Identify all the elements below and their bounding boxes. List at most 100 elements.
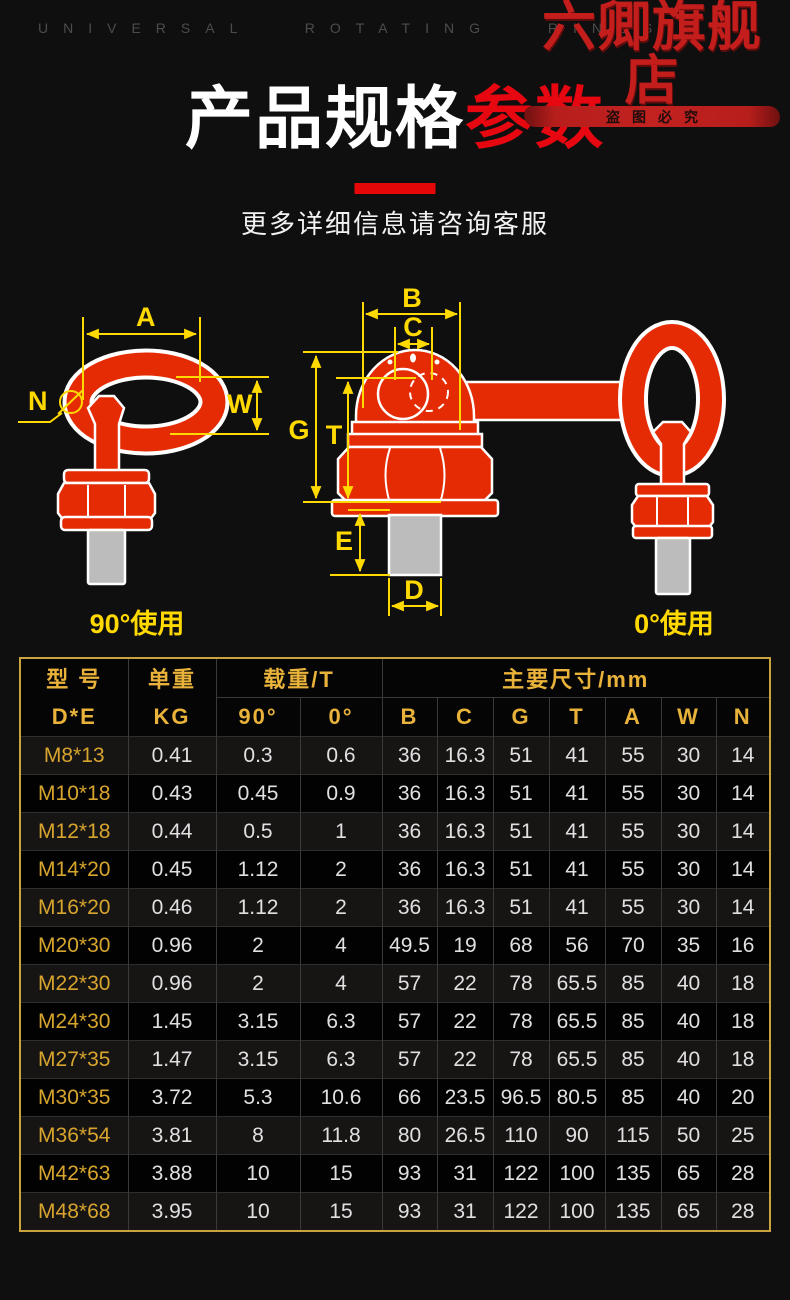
- value-cell: 1: [299, 812, 382, 851]
- center-diagram: B C G T E D: [288, 283, 644, 616]
- value-cell: 93: [381, 1154, 437, 1193]
- value-cell: 15: [299, 1154, 382, 1193]
- value-cell: 10: [215, 1154, 300, 1193]
- value-cell: 51: [492, 736, 549, 775]
- model-cell: M14*20: [20, 850, 128, 889]
- value-cell: 36: [381, 888, 437, 927]
- model-cell: M27*35: [20, 1040, 128, 1079]
- right-swivel-stem: [651, 420, 693, 490]
- value-cell: 28: [715, 1154, 770, 1193]
- value-cell: 18: [715, 1002, 770, 1041]
- value-cell: 55: [604, 736, 661, 775]
- value-cell: 85: [604, 1078, 661, 1117]
- value-cell: 135: [604, 1192, 661, 1231]
- col-header-dims: 主要尺寸/mm: [381, 658, 770, 698]
- value-cell: 93: [381, 1192, 437, 1231]
- value-cell: 2: [215, 926, 300, 965]
- value-cell: 56: [548, 926, 605, 965]
- center-hex-nut: [336, 445, 494, 506]
- store-name: 六卿旗舰店: [542, 0, 762, 111]
- value-cell: 65: [660, 1154, 716, 1193]
- center-collar: [346, 432, 484, 449]
- value-cell: 85: [604, 1040, 661, 1079]
- logo-brush-band: 盗图必究: [524, 106, 780, 127]
- model-cell: M48*68: [20, 1192, 128, 1231]
- dim-label-T: T: [326, 420, 343, 450]
- page-subtitle: 更多详细信息请咨询客服: [240, 209, 549, 239]
- dim-label-G: G: [288, 415, 309, 445]
- value-cell: 18: [715, 964, 770, 1003]
- model-cell: M36*54: [20, 1116, 128, 1155]
- value-cell: 8: [215, 1116, 300, 1155]
- value-cell: 55: [604, 812, 661, 851]
- value-cell: 31: [436, 1192, 493, 1231]
- value-cell: 70: [604, 926, 661, 965]
- col-subheader-c: C: [436, 697, 493, 737]
- value-cell: 19: [436, 926, 493, 965]
- value-cell: 100: [548, 1192, 605, 1231]
- col-subheader-de: D*E: [51, 703, 97, 729]
- value-cell: 16.3: [436, 888, 493, 927]
- value-cell: 80.5: [548, 1078, 605, 1117]
- value-cell: 15: [299, 1192, 382, 1231]
- value-cell: 26.5: [436, 1116, 493, 1155]
- value-cell: 2: [299, 850, 382, 889]
- value-cell: 16: [715, 926, 770, 965]
- value-cell: 41: [548, 774, 605, 813]
- left-top-flange: [62, 468, 151, 485]
- value-cell: 0.3: [215, 736, 300, 775]
- value-cell: 41: [548, 850, 605, 889]
- value-cell: 55: [604, 850, 661, 889]
- store-band-text: 盗图必究: [606, 108, 710, 125]
- right-top-flange: [634, 482, 711, 498]
- value-cell: 10.6: [299, 1078, 382, 1117]
- value-cell: 28: [715, 1192, 770, 1231]
- title-underline-bar: [354, 183, 436, 194]
- value-cell: 16.3: [436, 774, 493, 813]
- value-cell: 30: [660, 888, 716, 927]
- dim-label-A: A: [136, 302, 156, 332]
- col-subheader-kg: KG: [127, 697, 216, 737]
- value-cell: 30: [660, 736, 716, 775]
- value-cell: 2: [299, 888, 382, 927]
- value-cell: 16.3: [436, 850, 493, 889]
- value-cell: 1.12: [215, 888, 300, 927]
- value-cell: 110: [492, 1116, 549, 1155]
- value-cell: 0.45: [215, 774, 300, 813]
- value-cell: 0.43: [127, 774, 216, 813]
- value-cell: 65.5: [548, 1002, 605, 1041]
- value-cell: 55: [604, 774, 661, 813]
- value-cell: 65: [660, 1192, 716, 1231]
- col-subheader-90: 90°: [215, 697, 300, 737]
- value-cell: 50: [660, 1116, 716, 1155]
- value-cell: 41: [548, 736, 605, 775]
- dim-label-E: E: [335, 526, 353, 556]
- model-cell: M20*30: [20, 926, 128, 965]
- value-cell: 1.12: [215, 850, 300, 889]
- value-cell: 40: [660, 1040, 716, 1079]
- value-cell: 40: [660, 1002, 716, 1041]
- value-cell: 1.45: [127, 1002, 216, 1041]
- value-cell: 11.8: [299, 1116, 382, 1155]
- left-bottom-flange: [59, 515, 154, 532]
- left-diagram: A W N 90°使用: [18, 302, 269, 639]
- value-cell: 0.96: [127, 964, 216, 1003]
- value-cell: 115: [604, 1116, 661, 1155]
- value-cell: 0.96: [127, 926, 216, 965]
- value-cell: 4: [299, 964, 382, 1003]
- value-cell: 16.3: [436, 736, 493, 775]
- left-caption: 90°使用: [90, 609, 185, 639]
- value-cell: 0.45: [127, 850, 216, 889]
- col-subheader-a: A: [604, 697, 661, 737]
- left-bolt: [86, 528, 127, 586]
- value-cell: 85: [604, 1002, 661, 1041]
- value-cell: 100: [548, 1154, 605, 1193]
